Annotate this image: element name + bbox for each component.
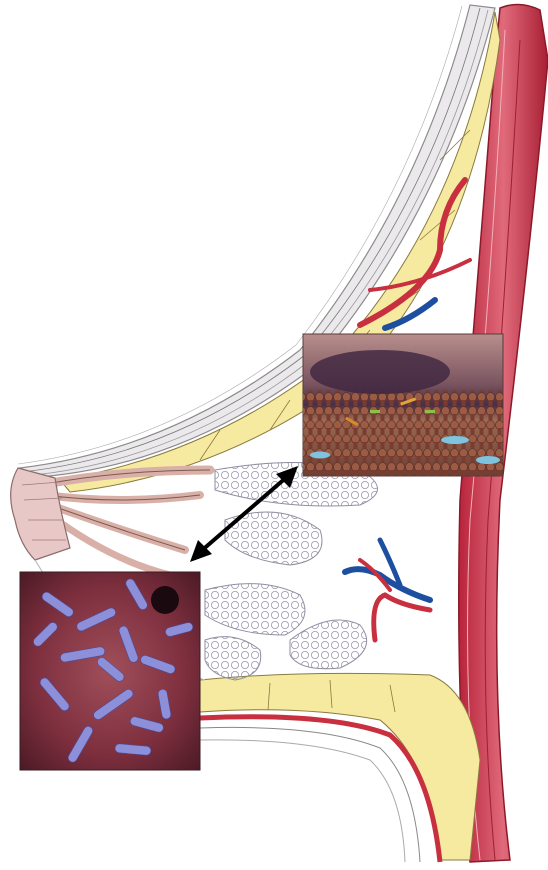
lower-fat-layer	[200, 673, 480, 862]
mucosa-bacteria-inset	[303, 334, 503, 476]
bacteria-micrograph-inset	[20, 572, 200, 770]
